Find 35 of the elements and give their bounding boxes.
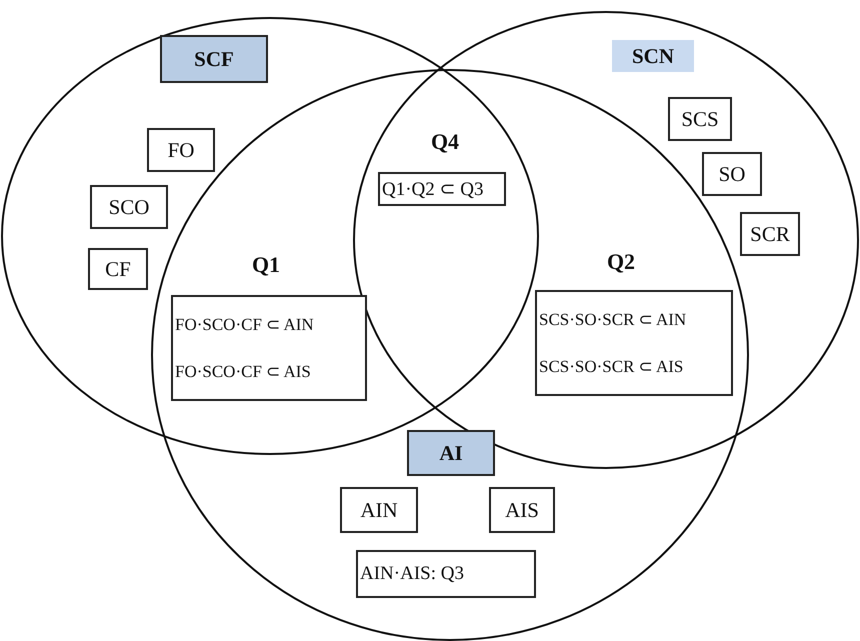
box-text: FO·SCO·CF ⊂ AIS — [175, 361, 311, 382]
element-box — [147, 128, 215, 172]
box-text: AIS — [505, 498, 539, 522]
formula-box — [535, 290, 733, 396]
region-label: Q4 — [430, 129, 460, 155]
box-text: SCS·SO·SCR ⊂ AIS — [539, 356, 684, 377]
formula-box — [171, 295, 367, 401]
box-text: AIN — [360, 498, 398, 522]
element-box — [702, 152, 762, 196]
element-box — [88, 248, 148, 290]
box-text: SCS — [681, 106, 719, 132]
box-text: Q1·Q2 ⊂ Q3 — [382, 178, 484, 201]
box-text: SCR — [750, 222, 790, 246]
box-text: SCN — [632, 44, 674, 68]
formula-box — [378, 172, 506, 206]
element-box — [740, 212, 800, 256]
box-text: SCO — [108, 194, 150, 220]
element-box — [340, 487, 418, 533]
box-text: FO — [168, 138, 194, 162]
region-label: Q1 — [252, 252, 280, 278]
box-text: AIN·AIS: Q3 — [360, 563, 464, 585]
box-text: SCF — [194, 46, 234, 72]
box-text: CF — [105, 256, 131, 282]
set-heading-box — [160, 35, 268, 83]
box-text: AI — [439, 440, 463, 466]
box-text: SO — [718, 162, 746, 186]
box-text: FO·SCO·CF ⊂ AIN — [175, 314, 314, 335]
set-heading-box — [407, 430, 495, 476]
set-heading-box — [612, 40, 694, 72]
element-box — [489, 487, 555, 533]
formula-box — [356, 550, 536, 598]
element-box — [668, 97, 732, 141]
element-box — [90, 185, 168, 229]
box-text: SCS·SO·SCR ⊂ AIN — [539, 309, 686, 330]
region-label: Q2 — [606, 249, 636, 275]
